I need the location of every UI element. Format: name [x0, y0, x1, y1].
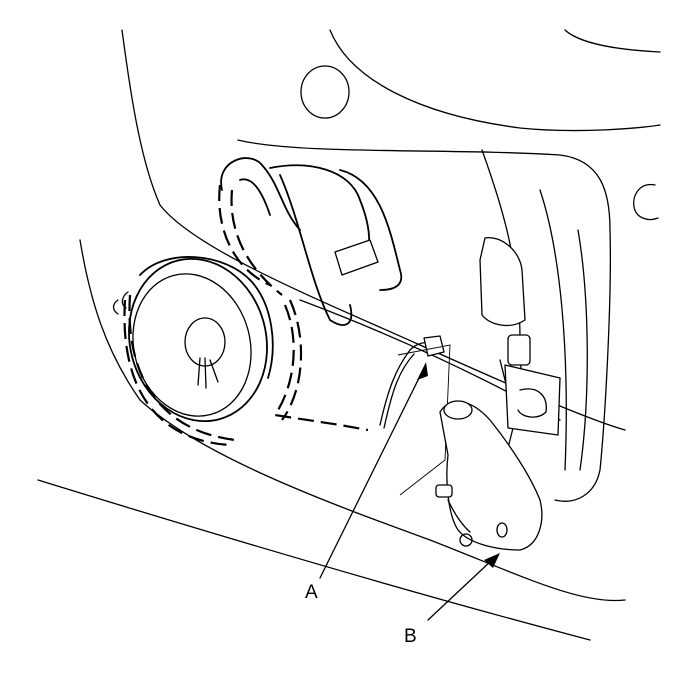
speaker-dashed-outline [112, 291, 369, 447]
panel-hole [300, 65, 350, 119]
leader-line-b [427, 553, 500, 621]
leader-line-a [319, 362, 428, 579]
door-speaker [128, 256, 274, 423]
panel-clip-hole [633, 183, 659, 221]
actuator-part-b [435, 400, 543, 551]
speaker-connector-a [379, 335, 451, 496]
regulator-frame [237, 139, 611, 502]
wire-harness [218, 157, 403, 326]
door-panel-outline [37, 29, 661, 641]
regulator-bracket [504, 334, 561, 436]
callout-label-b: B [404, 626, 417, 647]
callout-label-a: A [305, 582, 318, 603]
